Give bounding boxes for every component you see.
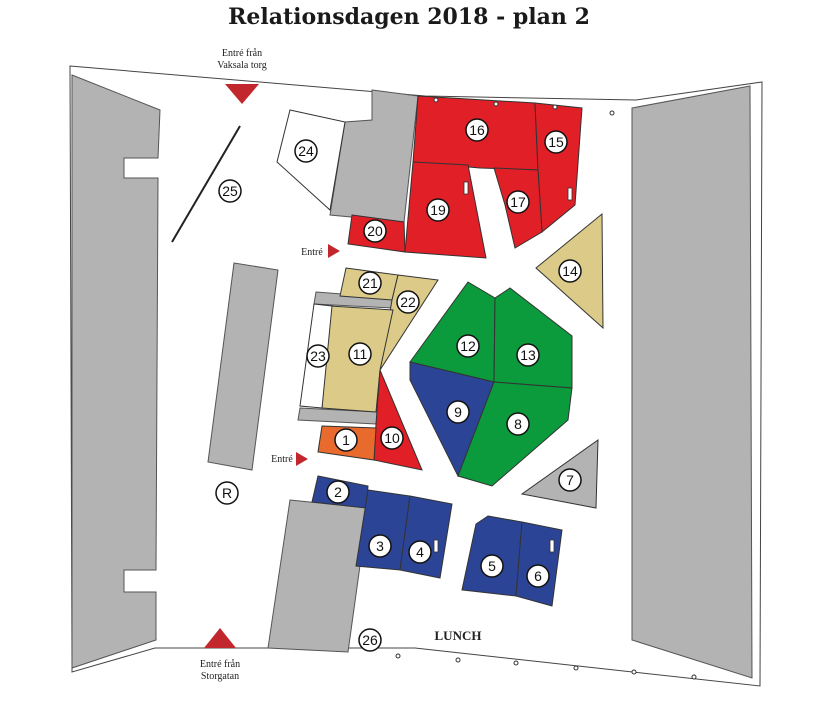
entrance-top-label-line2: Vaksala torg — [217, 60, 267, 71]
booth-badge-7 — [558, 468, 582, 492]
entrance-left-mid-marker — [296, 452, 308, 466]
booth-badge-13 — [516, 343, 540, 367]
booth-number-11: 11 — [353, 346, 368, 362]
reception-label: R — [222, 485, 232, 501]
booth-badge-9 — [446, 400, 470, 424]
booth-number-24: 24 — [298, 143, 314, 159]
entrance-top-marker — [225, 84, 259, 104]
booth-number-20: 20 — [367, 223, 383, 239]
booth-number-23: 23 — [310, 348, 326, 364]
booth-badge-10 — [380, 426, 404, 450]
booth-badge-2 — [326, 480, 350, 504]
booth-badge-22 — [396, 290, 420, 314]
booth-number-15: 15 — [548, 134, 564, 150]
booth-number-3: 3 — [376, 538, 384, 554]
booth-number-7: 7 — [566, 472, 574, 488]
central-column — [207, 262, 279, 471]
booth-number-19: 19 — [430, 202, 446, 218]
entrance-left-top-marker — [328, 244, 340, 258]
booth-number-1: 1 — [342, 432, 350, 448]
booth-badge-20 — [363, 219, 387, 243]
booth-badge-8 — [506, 412, 530, 436]
entrance-bottom-label-line2: Storgatan — [201, 671, 239, 682]
booth-number-2: 2 — [334, 484, 342, 500]
booth-badge-24 — [294, 139, 318, 163]
entrance-left-top-label: Entré — [301, 247, 323, 258]
booth-number-8: 8 — [514, 416, 522, 432]
booth-number-22: 22 — [400, 294, 416, 310]
booth-number-4: 4 — [416, 544, 424, 560]
booth-badge-12 — [456, 334, 480, 358]
booth-badge-25 — [218, 179, 242, 203]
booth-badge-15 — [544, 130, 568, 154]
booth-badge-3 — [368, 534, 392, 558]
booth-number-21: 21 — [362, 275, 378, 291]
booth-number-17: 17 — [510, 194, 526, 210]
booth-badge-19 — [426, 198, 450, 222]
booth-number-10: 10 — [384, 430, 400, 446]
right-wall — [631, 85, 753, 679]
left-wall — [71, 74, 161, 669]
booth-markers — [433, 181, 573, 553]
page-title: Relationsdagen 2018 - plan 2 — [228, 4, 590, 30]
entrance-left-mid-label: Entré — [271, 454, 293, 465]
booth-25-divider — [171, 125, 241, 243]
booth-badge-11 — [348, 342, 372, 366]
booth-number-5: 5 — [488, 558, 496, 574]
entrance-bottom-marker — [204, 628, 236, 648]
booth-badge-4 — [408, 540, 432, 564]
booth-number-26: 26 — [362, 632, 378, 648]
booth-number-12: 12 — [460, 338, 476, 354]
booth-badge-26 — [358, 628, 382, 652]
booth-number-9: 9 — [454, 404, 462, 420]
booth-badge-17 — [506, 190, 530, 214]
booth-number-16: 16 — [469, 122, 485, 138]
booth-badge-6 — [526, 564, 550, 588]
booth-number-14: 14 — [562, 263, 578, 279]
booth-badge-14 — [558, 259, 582, 283]
booth-badge-1 — [334, 428, 358, 452]
lunch-label: LUNCH — [435, 628, 482, 643]
booth-number-25: 25 — [222, 183, 238, 199]
booth-number-6: 6 — [534, 568, 542, 584]
booth-badge-21 — [358, 271, 382, 295]
booth-badge-16 — [465, 118, 489, 142]
reception-badge — [215, 481, 239, 505]
entrance-top-label-line1: Entré från — [222, 48, 262, 59]
booth-badge-23 — [306, 344, 330, 368]
booth-number-13: 13 — [520, 347, 536, 363]
entrance-bottom-label-line1: Entré från — [200, 659, 240, 670]
booth-badge-5 — [480, 554, 504, 578]
wall-dots — [395, 97, 697, 680]
